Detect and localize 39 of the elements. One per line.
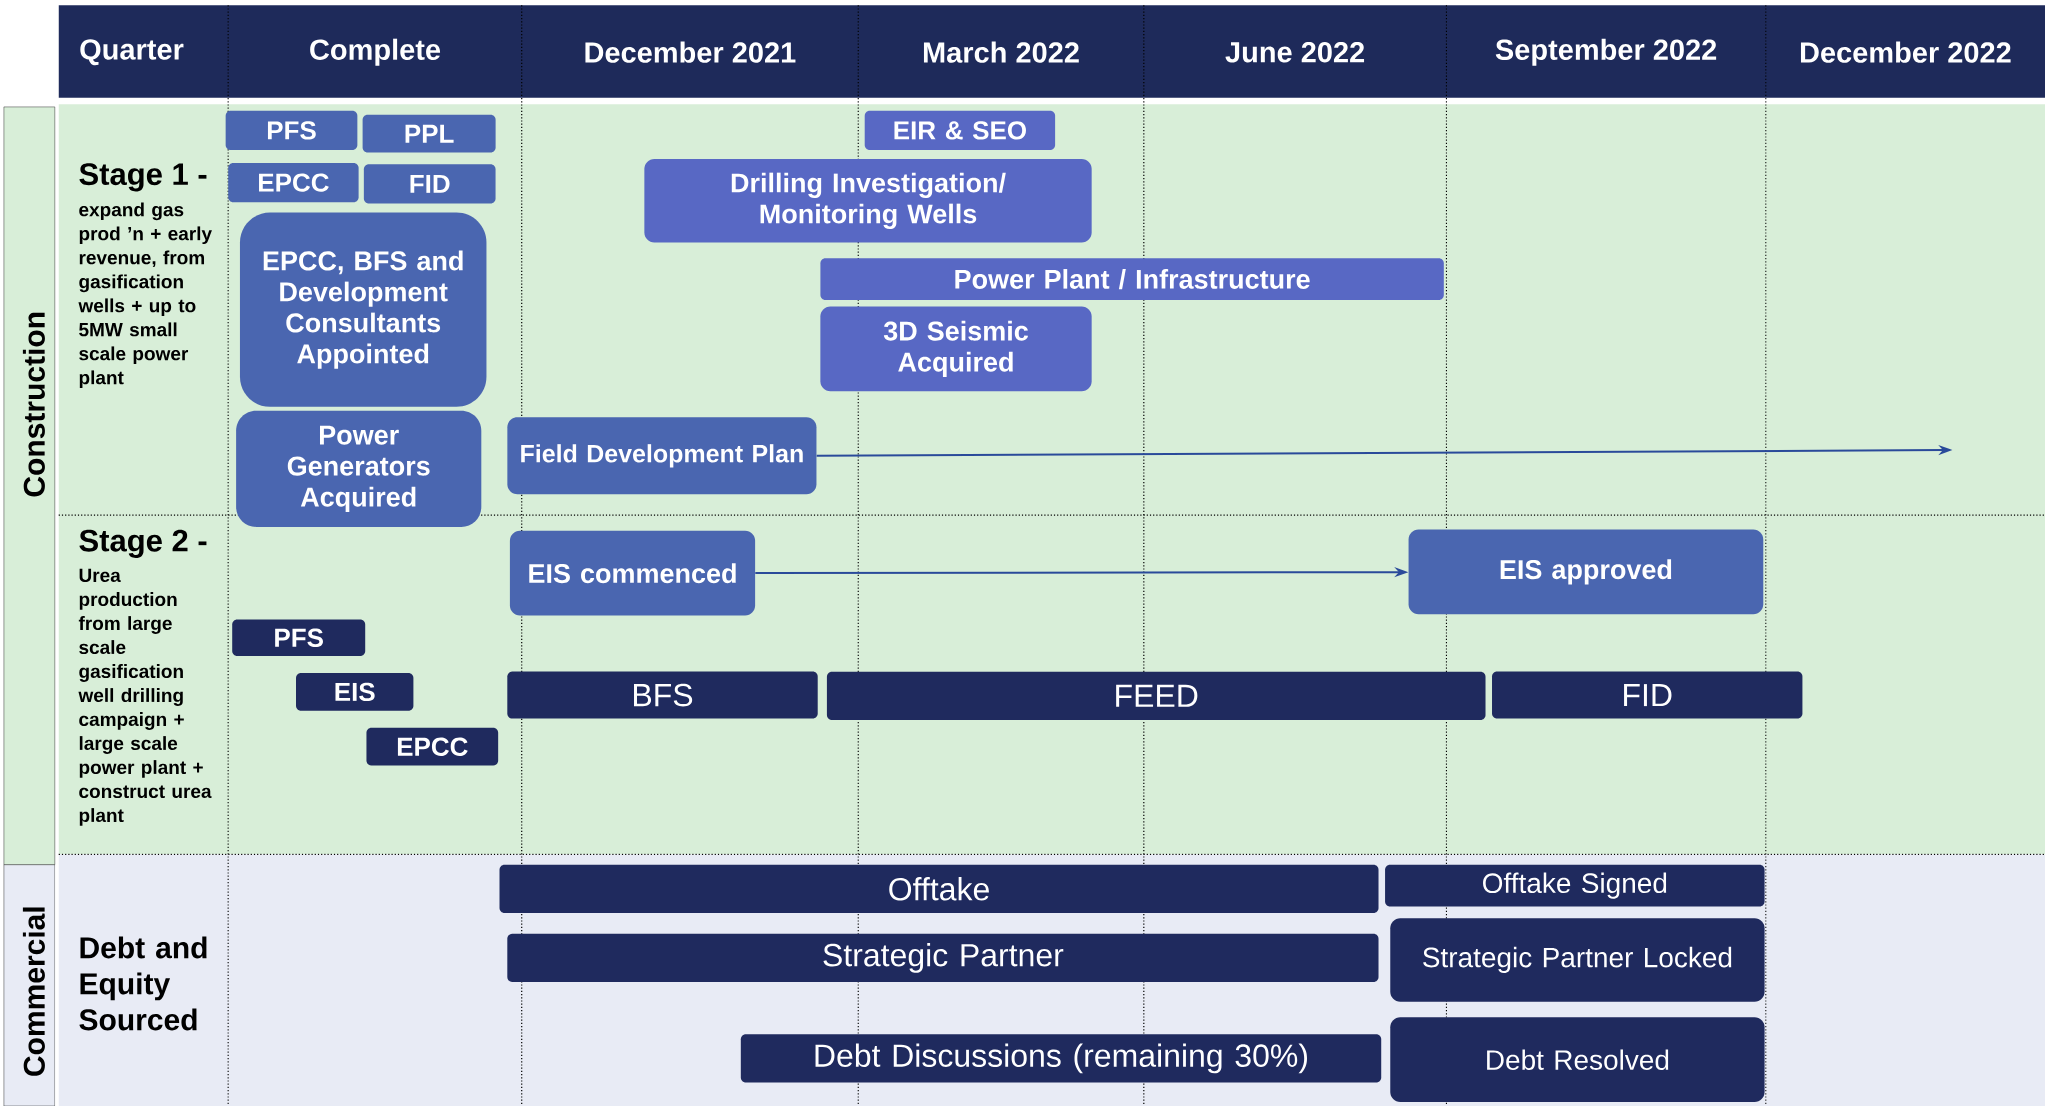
task-box: Drilling Investigation/ Monitoring Wells (644, 159, 1092, 243)
column-header: Quarter (80, 39, 184, 66)
task-box: EPCC (228, 163, 359, 203)
task-box: EPCC (366, 727, 499, 766)
task-box: Debt Discussions (remaining 30%) (740, 1034, 1382, 1083)
task-box: EIS commenced (509, 530, 756, 616)
column-header: Complete (310, 38, 441, 66)
task-box: PPL (362, 114, 496, 153)
column-header: June 2022 (1225, 41, 1365, 63)
task-box: EIR & SEO (864, 110, 1056, 150)
task-box: Power Generators Acquired (236, 410, 482, 527)
task-box: EIS approved (1408, 529, 1764, 615)
task-box: FID (1492, 671, 1803, 719)
column-header: March 2022 (923, 41, 1079, 63)
task-box: Strategic Partner Locked (1390, 918, 1765, 1002)
task-box: BFS (507, 671, 818, 719)
task-box: PFS (225, 110, 358, 150)
column-header: December 2021 (585, 41, 796, 63)
task-box: Debt Resolved (1390, 1017, 1765, 1103)
task-box: Offtake (499, 864, 1379, 913)
task-box: Field Development Plan (507, 417, 817, 495)
row-label: Commercial (3, 864, 55, 1106)
column-header: December 2022 (1800, 41, 2011, 63)
row-label: Construction (3, 106, 55, 865)
stage-description: Urea production from large scale gasification well drilling campaign + large scale power plant + construct urea plant (78, 568, 212, 826)
task-box: FEED (826, 671, 1486, 720)
task-box: PFS (232, 619, 366, 657)
task-box: Offtake Signed (1385, 864, 1765, 907)
task-box: 3D Seismic Acquired (820, 306, 1092, 392)
stage-description: expand gas prod ’n + early revenue, from gasification wells + up to 5MW small scale power plant (78, 202, 212, 389)
task-box: FID (363, 164, 496, 204)
task-box: Strategic Partner (507, 933, 1379, 983)
task-box: EPCC, BFS and Development Consultants Appointed (239, 212, 487, 407)
column-header: September 2022 (1495, 38, 1717, 66)
stage-heading: Stage 1 - (79, 163, 207, 192)
task-box: EIS (296, 673, 414, 711)
section-heading: Debt and Equity Sourced (79, 936, 207, 1031)
stage-heading: Stage 2 - (79, 529, 207, 558)
task-box: Power Plant / Infrastructure (820, 258, 1444, 300)
